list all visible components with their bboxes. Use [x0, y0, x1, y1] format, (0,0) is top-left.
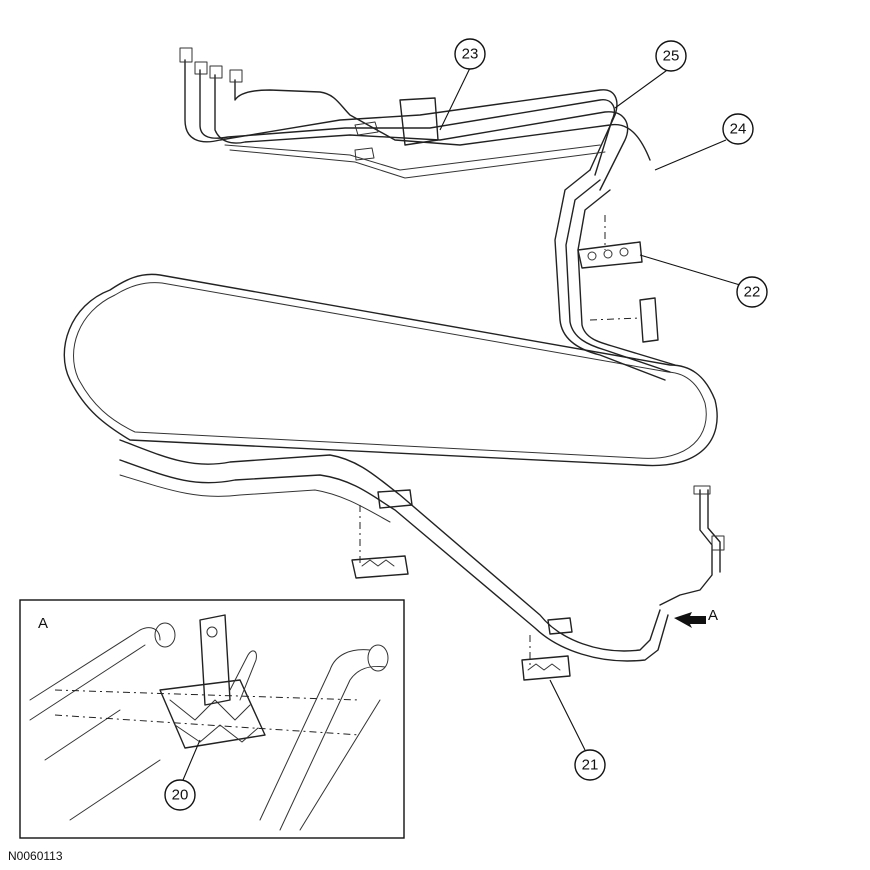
- callout-21-number: 21: [582, 757, 599, 774]
- detail-view-a: [19, 599, 405, 839]
- clip-lower-left: [351, 489, 413, 579]
- view-a-label: A: [708, 607, 718, 624]
- callout-25-number: 25: [663, 48, 680, 65]
- clip-22: [577, 215, 659, 343]
- callout-21: 21: [574, 749, 606, 781]
- view-a-arrow: [674, 612, 706, 628]
- bracket-23: [354, 97, 439, 161]
- callout-23-number: 23: [462, 46, 479, 63]
- detail-view-label: A: [38, 615, 48, 632]
- callout-20: 20: [164, 779, 196, 811]
- callout-24: 24: [722, 113, 754, 145]
- callout-25: 25: [655, 40, 687, 72]
- callout-22: 22: [736, 276, 768, 308]
- fuel-tank: [63, 273, 718, 467]
- callout-leaders: [182, 67, 741, 781]
- clip-21: [521, 617, 573, 681]
- callout-20-number: 20: [172, 787, 189, 804]
- callout-24-number: 24: [730, 121, 747, 138]
- callout-22-number: 22: [744, 284, 761, 301]
- figure-id: N0060113: [8, 849, 63, 863]
- upper-fuel-lines: [179, 47, 676, 381]
- lower-fuel-lines: [119, 439, 725, 662]
- callout-23: 23: [454, 38, 486, 70]
